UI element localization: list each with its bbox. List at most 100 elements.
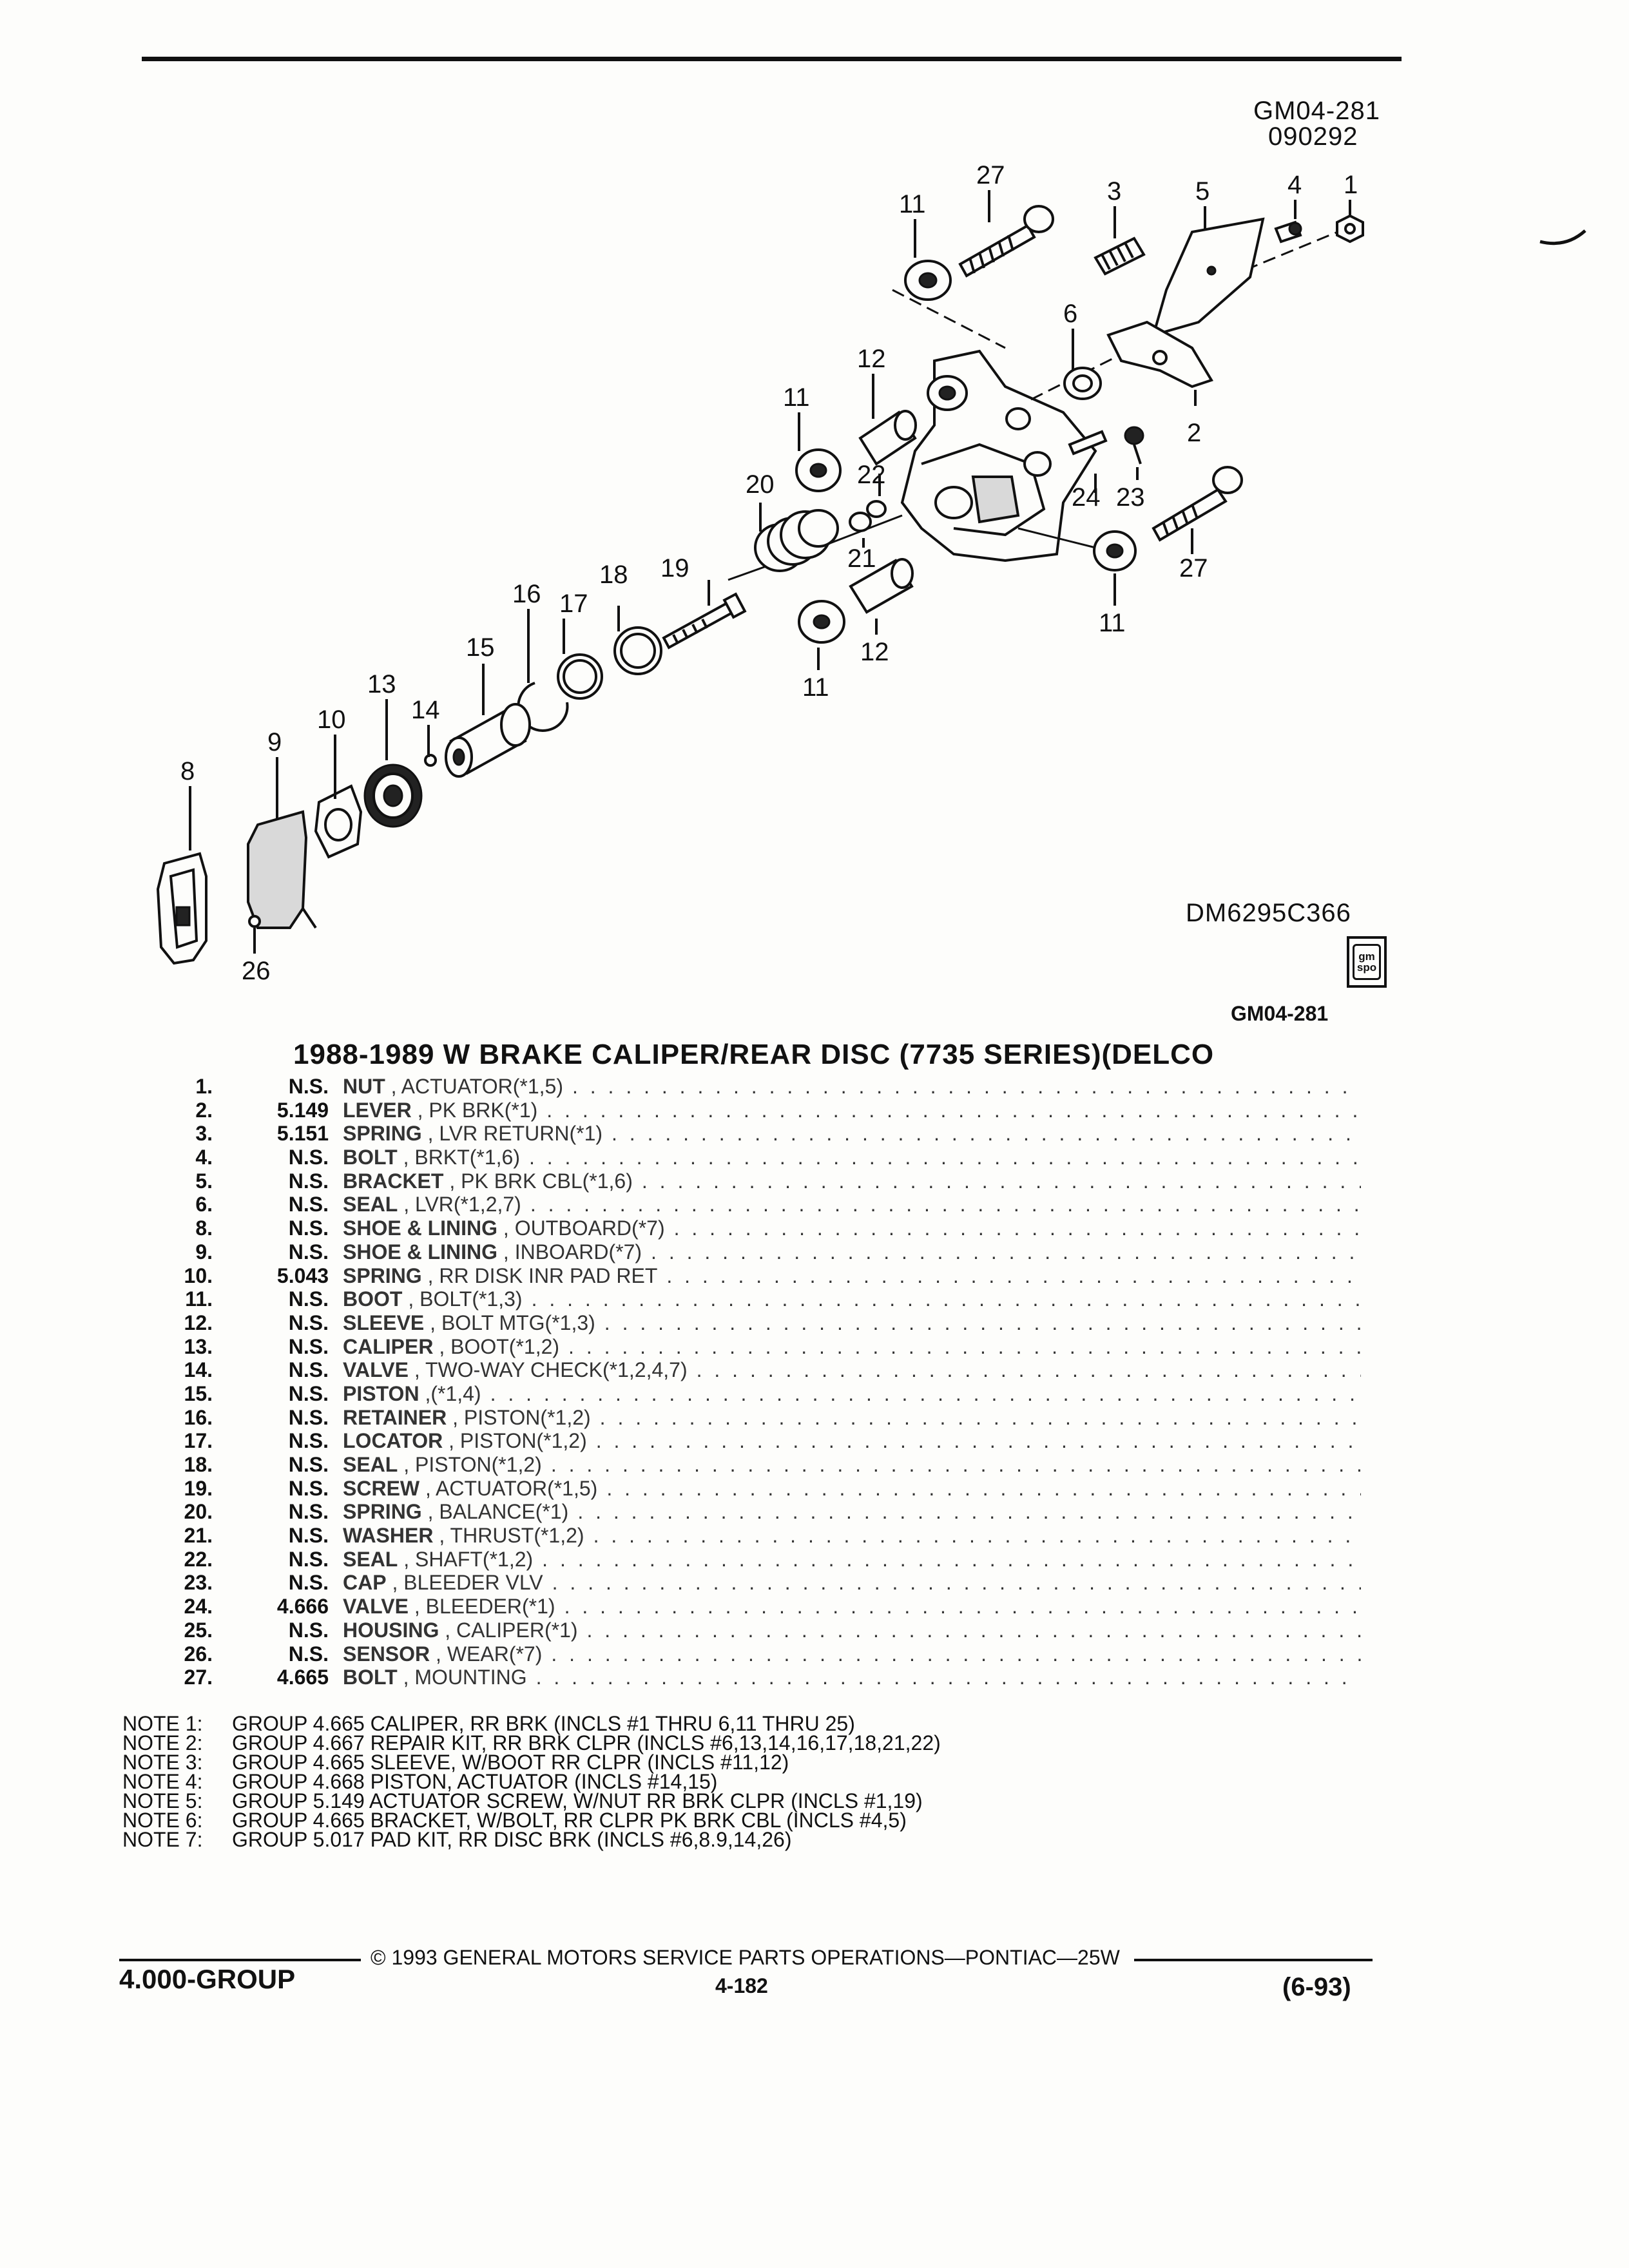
part-description: , BALANCE(*1) bbox=[427, 1500, 569, 1524]
part-number: 6. bbox=[195, 1193, 213, 1216]
part-number: 15. bbox=[184, 1381, 213, 1405]
part-group: 5.043 bbox=[276, 1264, 329, 1287]
leader-dots: SHOE & LINING , INBOARD(*7). . . . . . .… bbox=[343, 1240, 1361, 1264]
leader-dots: BRACKET , PK BRK CBL(*1,6). . . . . . . … bbox=[343, 1169, 1361, 1193]
part-group: N.S. bbox=[288, 1193, 329, 1216]
callout-12-b: 12 bbox=[860, 638, 889, 666]
part-name: SEAL bbox=[343, 1453, 398, 1476]
piston-15 bbox=[445, 703, 531, 778]
part-name: SEAL bbox=[343, 1193, 398, 1216]
part-name: HOUSING bbox=[343, 1618, 439, 1642]
callout-26: 26 bbox=[242, 957, 271, 985]
part-name: SEAL bbox=[343, 1547, 398, 1571]
part-description: , PISTON(*1,2) bbox=[403, 1453, 542, 1476]
leader-dots: BOLT , MOUNTING. . . . . . . . . . . . .… bbox=[343, 1666, 1361, 1689]
section-code: GM04-281 bbox=[1231, 1002, 1329, 1025]
part-description: , WEAR(*7) bbox=[436, 1642, 543, 1666]
part-name: CAP bbox=[343, 1571, 387, 1595]
part-group: 4.666 bbox=[276, 1595, 329, 1619]
part-group: 5.151 bbox=[276, 1122, 329, 1146]
note-text: GROUP 5.017 PAD KIT, RR DISC BRK (INCLS … bbox=[232, 1828, 792, 1851]
callout-6: 6 bbox=[1063, 300, 1077, 328]
part-group: N.S. bbox=[288, 1381, 329, 1405]
callout-3: 3 bbox=[1107, 177, 1121, 206]
part-name: SHOE & LINING bbox=[343, 1240, 498, 1264]
leader-dots: VALVE , BLEEDER(*1). . . . . . . . . . .… bbox=[343, 1595, 1361, 1619]
part-group: N.S. bbox=[288, 1429, 329, 1453]
note-text: GROUP 4.665 SLEEVE, W/BOOT RR CLPR (INCL… bbox=[232, 1751, 789, 1774]
part-name: SENSOR bbox=[343, 1642, 430, 1666]
part-description: ,(*1,4) bbox=[425, 1381, 481, 1405]
callout-2: 2 bbox=[1187, 419, 1201, 447]
part-description: , BRKT(*1,6) bbox=[403, 1146, 520, 1169]
part-name: SPRING bbox=[343, 1122, 422, 1146]
part-name: NUT bbox=[343, 1075, 385, 1098]
leader-dots: VALVE , TWO-WAY CHECK(*1,2,4,7). . . . .… bbox=[343, 1358, 1361, 1382]
callout-11-b: 11 bbox=[783, 383, 810, 412]
callout-21: 21 bbox=[847, 544, 876, 573]
part-name: BOOT bbox=[343, 1287, 403, 1311]
footer-group: 4.000-GROUP bbox=[119, 1964, 296, 1994]
margin-hooks bbox=[1539, 229, 1586, 245]
leader-dots: SPRING , LVR RETURN(*1). . . . . . . . .… bbox=[343, 1122, 1361, 1146]
part-number: 27. bbox=[184, 1666, 213, 1689]
part-description: , BOOT(*1,2) bbox=[439, 1334, 560, 1358]
sleeve-12-lower bbox=[849, 558, 914, 614]
note-row: NOTE 4:GROUP 4.668 PISTON, ACTUATOR (INC… bbox=[122, 1771, 941, 1792]
part-description: , THRUST(*1,2) bbox=[439, 1524, 584, 1548]
part-number: 1. bbox=[195, 1075, 213, 1098]
callout-27-a: 27 bbox=[976, 161, 1005, 189]
part-number: 21. bbox=[184, 1524, 213, 1548]
callout-11-a: 11 bbox=[899, 190, 926, 218]
caliper-housing bbox=[900, 349, 1097, 562]
note-text: GROUP 4.665 CALIPER, RR BRK (INCLS #1 TH… bbox=[232, 1712, 855, 1735]
sleeve-12-upper bbox=[858, 410, 917, 466]
note-label: NOTE 3: bbox=[122, 1751, 203, 1774]
part-description: , MOUNTING bbox=[403, 1666, 527, 1689]
part-description: , ACTUATOR(*1,5) bbox=[390, 1075, 563, 1098]
note-label: NOTE 5: bbox=[122, 1789, 203, 1812]
part-group: N.S. bbox=[288, 1618, 329, 1642]
part-number: 3. bbox=[195, 1122, 213, 1146]
part-number: 19. bbox=[184, 1476, 213, 1500]
gmspo-logo: gm spo bbox=[1347, 936, 1387, 988]
callout-14: 14 bbox=[411, 696, 440, 724]
leader-dots: PISTON ,(*1,4). . . . . . . . . . . . . … bbox=[343, 1381, 1361, 1405]
note-row: NOTE 7:GROUP 5.017 PAD KIT, RR DISC BRK … bbox=[122, 1828, 941, 1851]
note-text: GROUP 4.667 REPAIR KIT, RR BRK CLPR (INC… bbox=[232, 1731, 941, 1754]
nut-1 bbox=[1336, 214, 1364, 244]
spring-20 bbox=[754, 509, 839, 572]
note-label: NOTE 6: bbox=[122, 1809, 203, 1832]
callout-4: 4 bbox=[1287, 171, 1302, 199]
seal-6 bbox=[1063, 367, 1102, 400]
callout-13: 13 bbox=[367, 670, 396, 698]
boot-11-right bbox=[1093, 530, 1137, 572]
top-rule bbox=[142, 57, 1402, 61]
note-text: GROUP 5.149 ACTUATOR SCREW, W/NUT RR BRK… bbox=[232, 1789, 923, 1812]
part-group: N.S. bbox=[288, 1216, 329, 1240]
part-number: 11. bbox=[185, 1287, 213, 1311]
leader-dots: SPRING , RR DISK INR PAD RET. . . . . . … bbox=[343, 1264, 1361, 1287]
part-number: 8. bbox=[195, 1216, 213, 1240]
callout-12-a: 12 bbox=[857, 345, 886, 373]
footer-rule-right bbox=[1134, 1959, 1373, 1961]
leader-dots: SENSOR , WEAR(*7). . . . . . . . . . . .… bbox=[343, 1642, 1361, 1666]
seal-18 bbox=[613, 626, 662, 675]
note-row: NOTE 2: GROUP 4.667 REPAIR KIT, RR BRK CL… bbox=[122, 1733, 941, 1753]
part-description: , ACTUATOR(*1,5) bbox=[425, 1476, 598, 1500]
part-number: 5. bbox=[195, 1169, 213, 1193]
note-label: NOTE 2: bbox=[122, 1731, 203, 1754]
part-description: , PK BRK(*1) bbox=[417, 1098, 538, 1122]
callout-11-c: 11 bbox=[1099, 609, 1126, 637]
leader-dots: SEAL , SHAFT(*1,2). . . . . . . . . . . … bbox=[343, 1547, 1361, 1571]
leader-dots: NUT , ACTUATOR(*1,5). . . . . . . . . . … bbox=[343, 1075, 1361, 1098]
part-description: , LVR(*1,2,7) bbox=[403, 1193, 521, 1216]
leader-dots: LOCATOR , PISTON(*1,2). . . . . . . . . … bbox=[343, 1429, 1361, 1453]
part-number: 4. bbox=[195, 1146, 213, 1169]
bolt-27-lower bbox=[1152, 466, 1243, 542]
callout-16: 16 bbox=[512, 580, 541, 608]
part-number: 13. bbox=[184, 1334, 213, 1358]
header-code: GM04-281 bbox=[1253, 97, 1380, 125]
footer-date: (6-93) bbox=[1282, 1973, 1351, 2001]
part-number: 10. bbox=[184, 1264, 213, 1287]
